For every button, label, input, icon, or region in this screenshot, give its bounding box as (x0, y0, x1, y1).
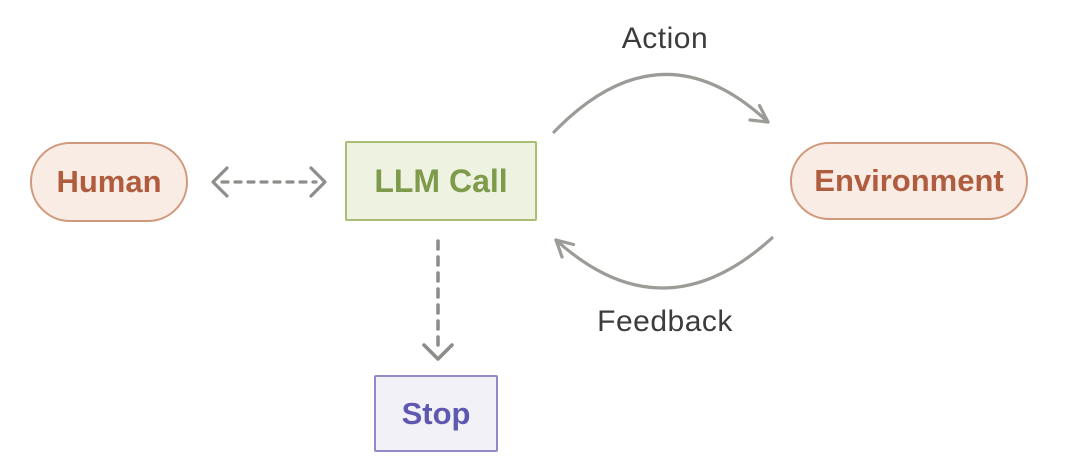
action-edge-label: Action (621, 22, 709, 55)
feedback-edge-label: Feedback (597, 305, 733, 338)
node-llm-call: LLM Call (345, 141, 537, 221)
action-arrow (552, 72, 770, 134)
node-stop-label: Stop (401, 395, 471, 431)
human-llm-dashed-arrow (211, 166, 327, 198)
node-llm-call-label: LLM Call (374, 162, 508, 199)
node-environment: Environment (790, 142, 1028, 220)
node-environment-label: Environment (814, 163, 1004, 198)
llm-stop-dashed-arrow (422, 239, 454, 361)
node-human-label: Human (56, 164, 162, 199)
feedback-arrow (554, 236, 774, 290)
node-human: Human (30, 142, 188, 222)
node-stop: Stop (374, 375, 498, 452)
